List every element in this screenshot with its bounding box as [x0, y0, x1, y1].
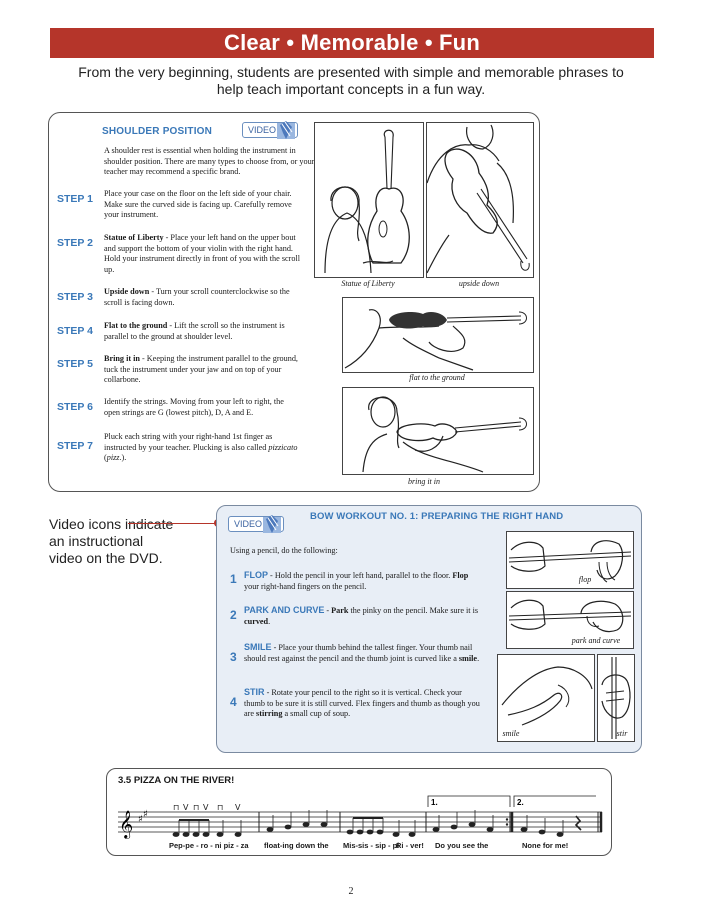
step-4-text: Flat to the ground - Lift the scroll so …	[104, 321, 285, 341]
bow-video-badge[interactable]: VIDEO	[228, 515, 284, 533]
page-banner: Clear • Memorable • Fun	[50, 28, 654, 58]
caption-park-and-curve: park and curve	[571, 636, 621, 645]
flat-to-the-ground-image	[342, 297, 534, 373]
song-title: 3.5 PIZZA ON THE RIVER!	[118, 775, 235, 786]
bow-item-2-number: 2	[230, 608, 237, 622]
park-and-curve-image	[506, 591, 634, 649]
bow-item-3-number: 3	[230, 650, 237, 664]
stir-image	[597, 654, 635, 742]
bow-item-3-text: SMILE - Place your thumb behind the tall…	[244, 642, 480, 663]
statue-of-liberty-image	[314, 122, 424, 278]
svg-text:𝄞: 𝄞	[119, 810, 133, 839]
page-number: 2	[348, 886, 354, 897]
caption-bring-it-in: bring it in	[407, 477, 440, 486]
step-4-label: STEP 4	[57, 325, 93, 337]
shoulder-position-title: SHOULDER POSITION	[102, 126, 213, 137]
step-3-text: Upside down - Turn your scroll countercl…	[104, 287, 290, 307]
svg-text:⊓: ⊓	[173, 803, 179, 812]
step-7-text: Pluck each string with your right-hand 1…	[104, 432, 298, 462]
step-1-text: Place your case on the floor on the left…	[104, 189, 292, 219]
bow-item-4-text: STIR - Rotate your pencil to the right s…	[244, 687, 480, 718]
caption-upside-down: upside down	[458, 279, 500, 288]
svg-text:⊓: ⊓	[193, 803, 199, 812]
lyric-5: Do you see the	[435, 841, 489, 850]
bow-item-1-number: 1	[230, 572, 237, 586]
lyric-4: Ri - ver!	[396, 841, 424, 850]
caption-stir: stir	[616, 729, 628, 738]
lyric-6: None for me!	[522, 841, 569, 850]
step-7-label: STEP 7	[57, 440, 93, 452]
film-reel-icon	[277, 121, 295, 139]
caption-flop: flop	[578, 575, 592, 584]
lyric-2: float-ing down the	[264, 841, 329, 850]
step-6-text: Identify the strings. Moving from your l…	[104, 397, 284, 417]
step-1-label: STEP 1	[57, 193, 93, 205]
caption-smile: smile	[502, 729, 520, 738]
bring-it-in-image	[342, 387, 534, 475]
music-staff: 𝄞 ♯ ♯ 1. 2.	[118, 792, 604, 842]
svg-text:V: V	[203, 803, 209, 812]
bow-item-4-number: 4	[230, 695, 237, 709]
lyric-3: Mis-sis - sip - pi	[343, 841, 400, 850]
smile-image	[497, 654, 595, 742]
caption-flat-to-the-ground: flat to the ground	[409, 373, 465, 382]
video-icons-callout: Video icons indicate an instructional vi…	[49, 516, 174, 566]
bow-workout-title: BOW WORKOUT NO. 1: PREPARING THE RIGHT H…	[310, 511, 564, 522]
upside-down-image	[426, 122, 534, 278]
caption-statue-of-liberty: Statue of Liberty	[341, 279, 395, 288]
flop-image	[506, 531, 634, 589]
step-5-label: STEP 5	[57, 358, 93, 370]
step-3-label: STEP 3	[57, 291, 93, 303]
shoulder-intro: A shoulder rest is essential when holdin…	[104, 146, 315, 176]
step-2-label: STEP 2	[57, 237, 93, 249]
bow-video-label: VIDEO	[234, 519, 263, 529]
lyric-1: Pep-pe - ro - ni piz - za	[169, 841, 249, 850]
step-6-label: STEP 6	[57, 401, 93, 413]
svg-text:V: V	[183, 803, 189, 812]
svg-text:♯: ♯	[143, 809, 148, 820]
step-2-text: Statue of Liberty - Place your left hand…	[104, 233, 301, 274]
svg-text:♯: ♯	[138, 814, 143, 825]
svg-text:V: V	[235, 803, 241, 812]
step-5-text: Bring it in - Keeping the instrument par…	[104, 354, 298, 384]
ending-2-label: 2.	[517, 798, 524, 807]
film-reel-icon	[263, 515, 281, 533]
bow-item-1-text: FLOP - Hold the pencil in your left hand…	[244, 570, 469, 591]
video-badge[interactable]: VIDEO	[242, 121, 298, 139]
svg-text:⊓: ⊓	[217, 803, 223, 812]
page-subtitle: From the very beginning, students are pr…	[78, 64, 624, 97]
bow-workout-intro: Using a pencil, do the following:	[230, 546, 338, 555]
ending-1-label: 1.	[431, 798, 438, 807]
video-label: VIDEO	[248, 125, 277, 135]
bow-item-2-text: PARK AND CURVE - Park the pinky on the p…	[244, 605, 479, 626]
callout-leader-line	[128, 523, 218, 524]
